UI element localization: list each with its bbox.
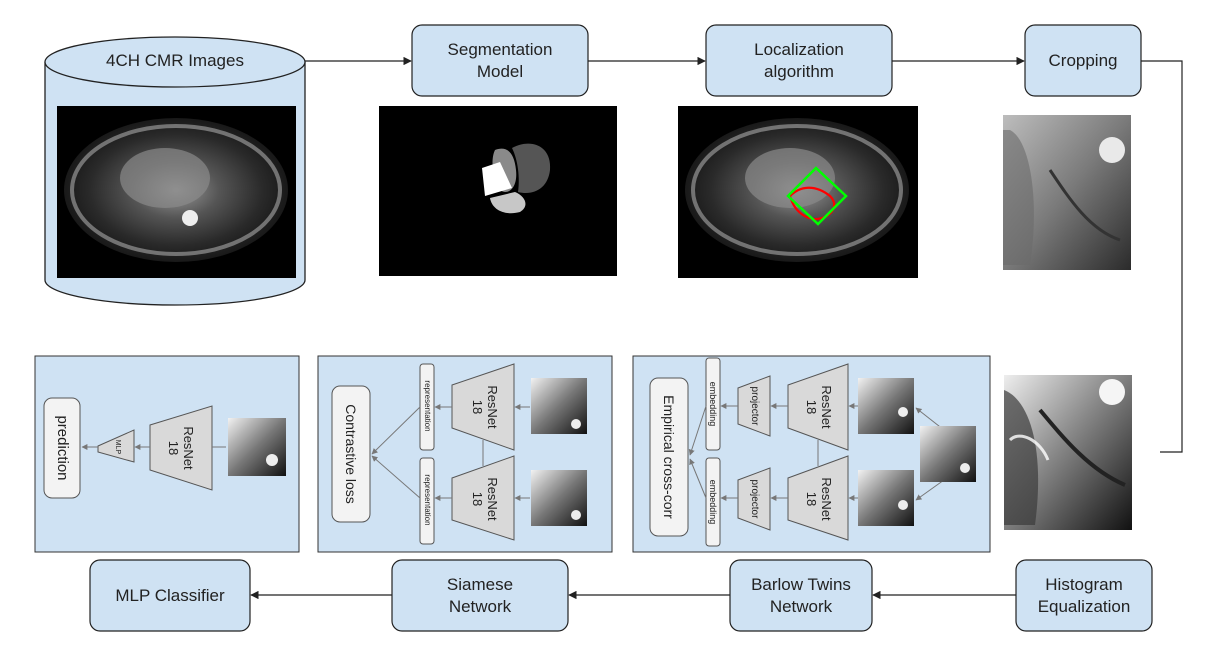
contrastive-loss-box: [331, 385, 371, 523]
localization-bounding-box: [786, 166, 848, 226]
prediction-label: prediction: [53, 415, 71, 481]
histogram-equalization-box: [1015, 559, 1153, 632]
localization-image: [678, 106, 918, 278]
empirical-cross-corr-label: Empirical cross-corr: [661, 395, 678, 519]
barlow-input-thumbnail-middle: [920, 426, 976, 482]
siamese-resnet-top: [451, 363, 515, 451]
siamese-resnet-bottom: [451, 455, 515, 541]
barlow-twins-network-box: [729, 559, 873, 632]
barlow-resnet-top-label: ResNet 18: [804, 385, 834, 429]
contrastive-loss-label: Contrastive loss: [343, 404, 360, 504]
segmentation-model-box: [411, 24, 589, 97]
siamese-resnet-top-label: ResNet 18: [470, 385, 500, 429]
siamese-network-box: [391, 559, 569, 632]
empirical-cross-corr-box: [649, 377, 689, 537]
embedding-label-top: embedding: [708, 381, 719, 427]
prediction-box: [43, 397, 81, 499]
mlp-input-thumbnail: [228, 418, 286, 476]
cmr-image: [57, 106, 296, 278]
equalized-image: [1004, 375, 1132, 530]
mlp-resnet-trapezoid: [149, 405, 213, 491]
siamese-input-thumbnail-bottom: [531, 470, 587, 526]
mlp-resnet-label: ResNet 18: [166, 426, 196, 470]
mlp-trapezoid: [97, 429, 135, 463]
segmentation-mask-image: [379, 106, 617, 276]
representation-label-top: representation: [422, 380, 432, 432]
barlow-resnet-top: [787, 363, 849, 451]
projector-bottom: [737, 467, 771, 531]
cropped-image: [1003, 115, 1131, 270]
siamese-input-thumbnail-top: [531, 378, 587, 434]
barlow-input-thumbnail-bottom: [858, 470, 914, 526]
embedding-box-bottom: [705, 457, 721, 547]
barlow-resnet-bottom: [787, 455, 849, 541]
localization-algorithm-box: [705, 24, 893, 97]
barlow-resnet-bottom-label: ResNet 18: [804, 477, 834, 521]
embedding-label-bottom: embedding: [708, 479, 719, 525]
barlow-input-thumbnail-top: [858, 378, 914, 434]
embedding-box-top: [705, 357, 721, 451]
representation-box-bottom: [419, 457, 435, 545]
projector-label-bottom: projector: [748, 479, 760, 519]
projector-label-top: projector: [748, 386, 760, 426]
cropping-box: [1024, 24, 1142, 97]
siamese-resnet-bottom-label: ResNet 18: [470, 477, 500, 521]
mlp-classifier-box: [89, 559, 251, 632]
projector-top: [737, 375, 771, 437]
mlp-label: MLP: [114, 439, 122, 455]
connector-cropping-to-histogram: [1141, 60, 1183, 453]
representation-label-bottom: representation: [422, 474, 432, 526]
